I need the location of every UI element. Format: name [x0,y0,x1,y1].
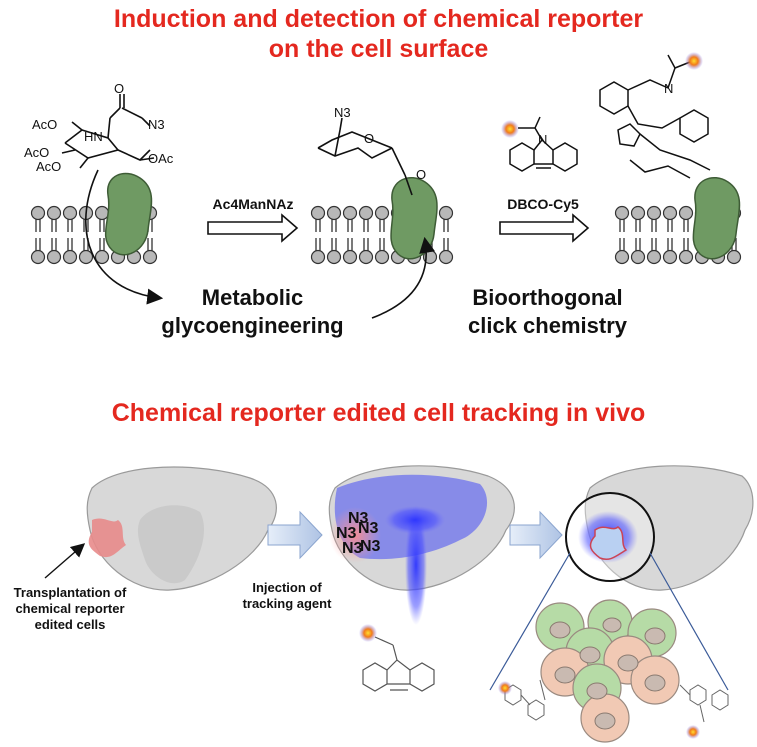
transplanted-cells [88,518,126,558]
label-o-c: O [416,167,427,182]
organ-1 [86,466,277,591]
label-o-b: O [364,131,375,146]
curved-arrow-2 [371,236,435,319]
organ-2 [328,465,515,625]
cy5-dye-4 [498,681,512,695]
azide-label-5: N3 [360,538,381,555]
cy5-dye-5 [686,725,700,739]
curved-arrow-1 [85,169,164,305]
label-n3-b: N3 [334,105,351,120]
label-bioorthogonal-click: Bioorthogonal click chemistry [468,285,627,338]
cy5-dye-1 [501,120,519,138]
protein-1 [104,172,153,256]
azido-sugar [317,117,413,196]
organ-3 [489,465,754,691]
label-oac: OAc [148,151,174,166]
caption-transplantation: Transplantation of chemical reporter edi… [13,585,127,632]
azide-label-4: N3 [342,540,363,557]
arrow-bottom-2 [509,510,563,560]
tracking-agent-structure [362,636,435,692]
reagent-dbco-cy5: DBCO-Cy5 [507,196,579,212]
tracked-cells [589,526,628,561]
caption-injection: Injection of tracking agent [242,580,332,611]
label-n-b: N [664,81,674,96]
label-metabolic-glycoengineering: Metabolic glycoengineering [161,285,344,338]
protein-2 [390,177,438,260]
arrow-step-2 [499,213,590,243]
ac4mannaz-structure [61,94,155,169]
label-n-a: N [538,132,548,147]
label-aco-1: AcO [32,117,58,132]
surface-conjugate-left [504,679,546,721]
click-product-structure [599,54,711,179]
top-title: Induction and detection of chemical repo… [113,5,644,63]
label-aco-2: AcO [24,145,50,160]
protein-3 [692,177,741,260]
transplant-arrow [44,543,86,579]
label-o-a: O [114,81,125,96]
arrow-bottom-1 [267,510,323,560]
label-hn: HN [84,129,103,144]
label-aco-3: AcO [36,159,62,174]
cell-nuclei [549,617,666,730]
reagent-ac4mannaz: Ac4ManNAz [212,196,294,212]
arrow-step-1 [207,213,299,243]
surface-conjugate-right [679,684,729,723]
dbco-structure [509,116,578,172]
azide-label-1: N3 [348,510,369,527]
label-n3-a: N3 [148,117,165,132]
azide-label-2: N3 [336,525,357,542]
bottom-title: Chemical reporter edited cell tracking i… [111,399,646,427]
cy5-dye-2 [685,52,703,70]
cy5-dye-3 [359,624,377,642]
azide-label-3: N3 [358,520,379,537]
